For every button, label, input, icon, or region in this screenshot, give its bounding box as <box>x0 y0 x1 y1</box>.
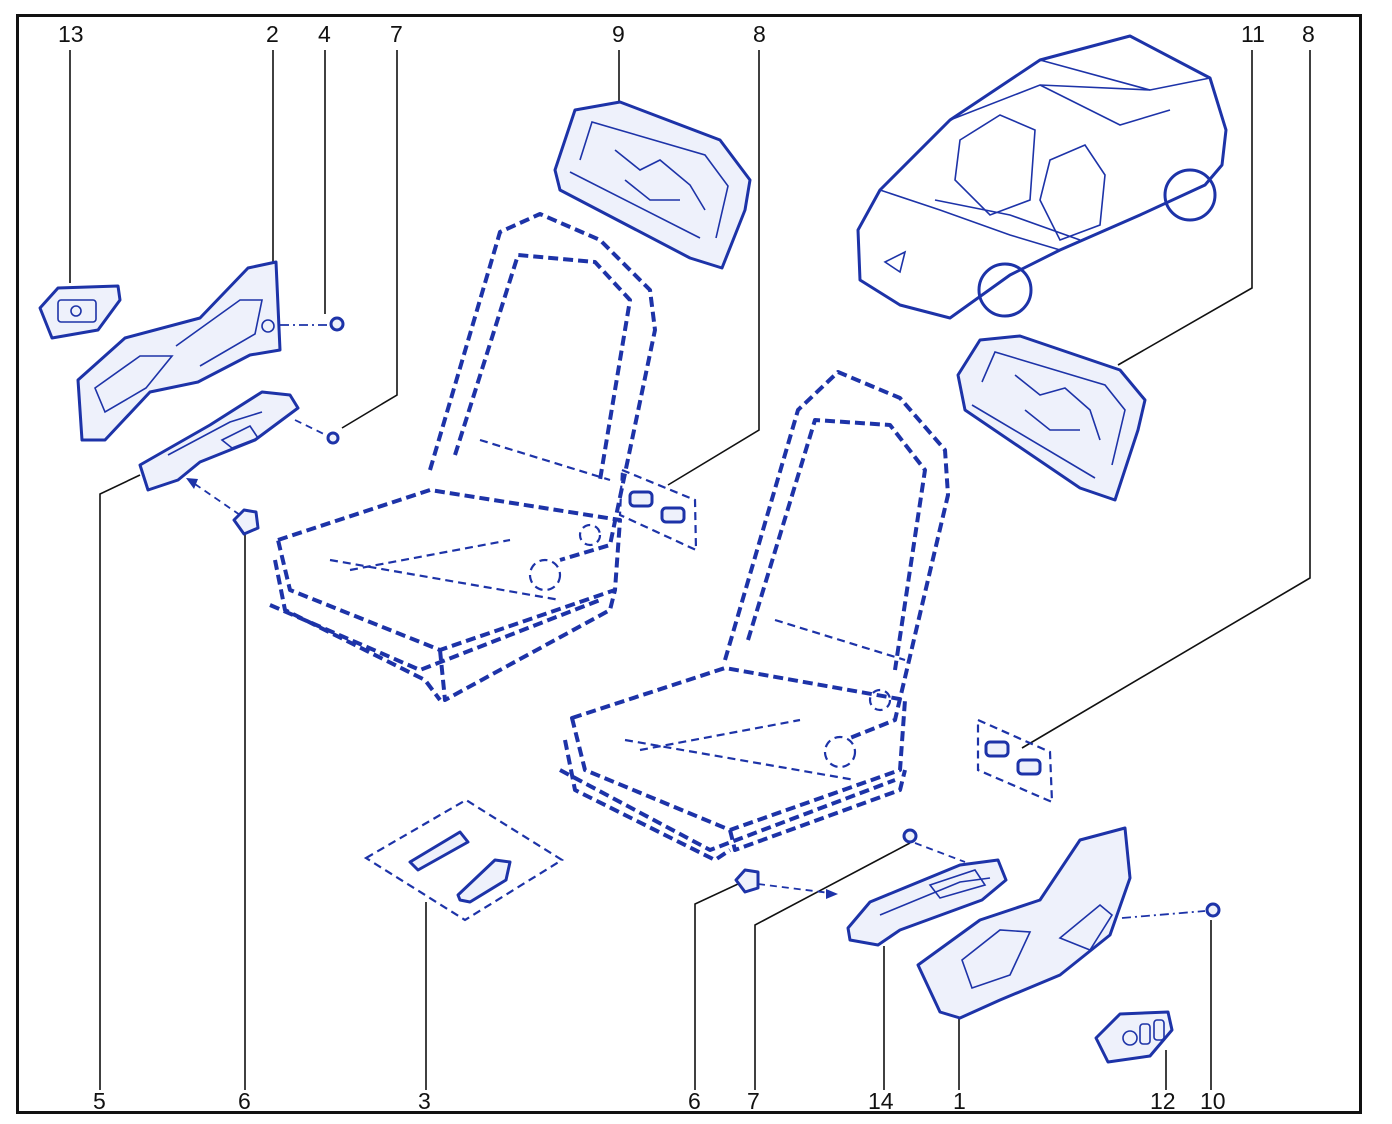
callout-11: 11 <box>1241 21 1265 47</box>
back-panel-11 <box>956 334 1147 502</box>
screw-7-right <box>902 828 918 844</box>
side-trim-2 <box>76 260 282 442</box>
switch-13 <box>38 284 122 340</box>
callout-5: 5 <box>93 1088 106 1114</box>
screw-10 <box>1205 902 1221 918</box>
callout-10: 10 <box>1200 1088 1226 1114</box>
leader-lines <box>69 50 1311 1090</box>
back-panel-9 <box>553 100 752 270</box>
callout-4: 4 <box>318 21 331 47</box>
lower-trim-5 <box>138 390 300 492</box>
handles-3 <box>363 798 565 922</box>
callout-9: 9 <box>612 21 625 47</box>
callout-3: 3 <box>418 1088 431 1114</box>
diagram-border <box>16 14 1362 1114</box>
callout-8: 8 <box>753 21 766 47</box>
lower-trim-14 <box>846 858 1008 947</box>
clips-8-upper <box>618 468 698 552</box>
clip-6-left <box>232 508 260 536</box>
callout-2: 2 <box>266 21 279 47</box>
callout-6: 6 <box>238 1088 251 1114</box>
seat-frame-right <box>559 370 950 862</box>
clip-6-right <box>734 868 760 894</box>
callout-1: 1 <box>953 1088 966 1114</box>
side-trim-1 <box>916 826 1132 1020</box>
assembly-lines <box>186 324 1206 919</box>
screw-7-left <box>326 431 340 445</box>
vehicle-illustration <box>856 34 1228 320</box>
callout-7-right: 7 <box>747 1088 760 1114</box>
clips-8-lower <box>976 718 1054 804</box>
callout-12: 12 <box>1150 1088 1176 1114</box>
screw-4 <box>329 316 345 332</box>
callout-8-right: 8 <box>1302 21 1315 47</box>
seat-frame-left <box>269 212 657 702</box>
switch-12 <box>1094 1010 1174 1064</box>
callout-6-right: 6 <box>688 1088 701 1114</box>
callout-14: 14 <box>868 1088 894 1114</box>
callout-7: 7 <box>390 21 403 47</box>
callout-13: 13 <box>58 21 84 47</box>
